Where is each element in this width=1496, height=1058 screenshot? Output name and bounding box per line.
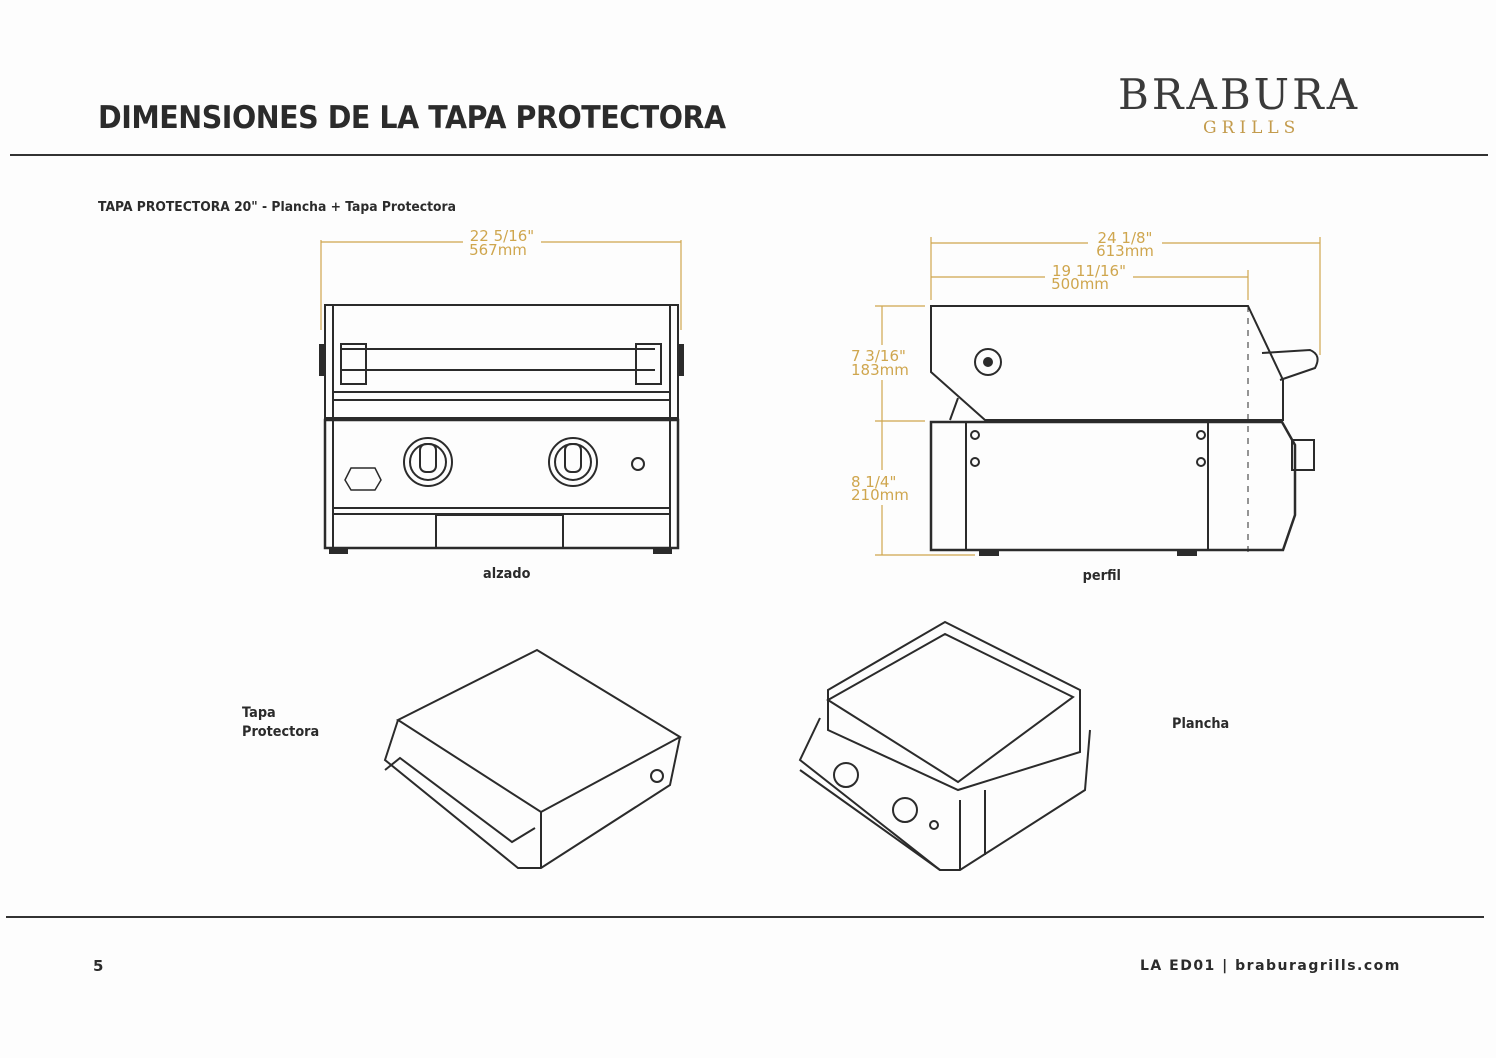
footer-reference: LA ED01 | braburagrills.com (1140, 958, 1401, 974)
lid-label: Tapa Protectora (242, 704, 319, 742)
dimension-labels: 22 5/16" 567mm 24 1/8" 613mm 19 11/16" 5… (469, 227, 1154, 504)
side-body-depth-mm: 500mm (1051, 275, 1109, 293)
lid-label-line-1: Tapa (242, 705, 276, 721)
base-height-mm: 210mm (851, 486, 909, 504)
base-height-in: 8 1/4" (851, 473, 896, 491)
lid-label-line-2: Protectora (242, 724, 320, 740)
page-title: DIMENSIONES DE LA TAPA PROTECTORA (98, 100, 726, 136)
side-view-drawing (929, 305, 1319, 556)
lid-height-mm: 183mm (851, 361, 909, 379)
front-view-caption: alzado (483, 566, 531, 582)
header-divider (10, 154, 1488, 156)
footer-divider (6, 916, 1484, 918)
side-total-depth-mm: 613mm (1096, 242, 1154, 260)
front-width-in: 22 5/16" (470, 227, 534, 245)
front-width-mm: 567mm (469, 241, 527, 259)
page-number: 5 (93, 957, 104, 975)
side-view-caption: perfil (1082, 568, 1121, 584)
dimension-lines (320, 237, 1321, 556)
front-view-drawing (319, 304, 684, 554)
lid-height-in: 7 3/16" (851, 347, 906, 365)
section-subtitle: TAPA PROTECTORA 20" - Plancha + Tapa Pro… (98, 200, 456, 215)
side-total-depth-in: 24 1/8" (1098, 229, 1153, 247)
lid-isometric-drawing (383, 648, 683, 869)
side-body-depth-in: 19 11/16" (1052, 262, 1126, 280)
brand-logo-subtitle: GRILLS (1203, 118, 1301, 138)
brand-logo: BRABURA (1118, 70, 1361, 119)
plancha-label: Plancha (1172, 716, 1230, 732)
plancha-isometric-drawing (798, 620, 1091, 871)
